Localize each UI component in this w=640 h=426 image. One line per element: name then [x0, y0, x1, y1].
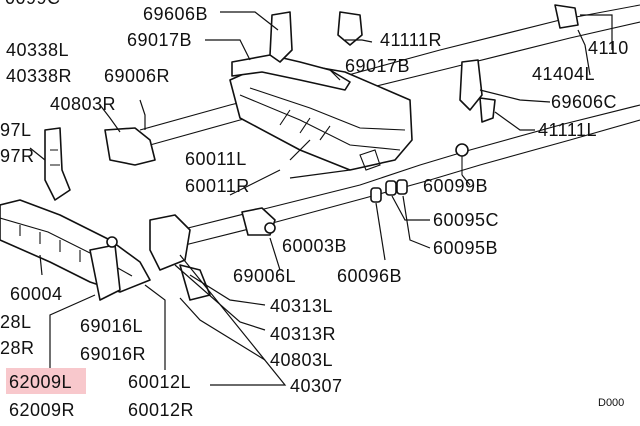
label-69606C: 69606C	[551, 92, 617, 112]
label-60004: 60004	[10, 284, 63, 304]
label-4110: 4110	[588, 38, 629, 58]
label-69006R: 69006R	[104, 66, 170, 86]
mount-69006R	[104, 127, 156, 166]
label-40803L: 40803L	[270, 350, 333, 370]
label-60012R: 60012R	[128, 400, 194, 420]
bracket-right-top	[554, 4, 579, 29]
callout-labels: 0099C 69606B 69017B 40338L 40338R 69006R…	[0, 0, 629, 420]
label-28R: 28R	[0, 338, 35, 358]
label-40313L: 40313L	[270, 296, 333, 316]
label-69016R: 69016R	[80, 344, 146, 364]
bracket-69016L	[89, 244, 121, 301]
washer-60095C	[385, 180, 397, 196]
label-69017B-mid: 69017B	[345, 56, 410, 76]
washer-60096B	[370, 187, 382, 203]
bracket-69606B	[269, 11, 293, 63]
label-40307: 40307	[290, 376, 343, 396]
label-60099B: 60099B	[423, 176, 488, 196]
label-69017B-top: 69017B	[127, 30, 192, 50]
label-40338R: 40338R	[6, 66, 72, 86]
label-60095B: 60095B	[433, 238, 498, 258]
washer-60095B	[396, 179, 408, 195]
bracket-69606C	[459, 59, 483, 111]
label-40313R: 40313R	[270, 324, 336, 344]
label-40338L: 40338L	[6, 40, 69, 60]
label-41111L: 41111L	[538, 120, 597, 140]
bracket-41111L	[479, 97, 496, 123]
label-69006L: 69006L	[233, 266, 296, 286]
label-40803R: 40803R	[50, 94, 116, 114]
cross-bar-upper	[231, 54, 351, 91]
label-60012L: 60012L	[128, 372, 191, 392]
label-69016L: 69016L	[80, 316, 143, 336]
bracket-40313L	[149, 214, 191, 271]
label-0099C: 0099C	[5, 0, 61, 8]
label-41404L: 41404L	[532, 64, 595, 84]
bolt-front	[106, 236, 118, 248]
label-60003B: 60003B	[282, 236, 347, 256]
label-97L: 97L	[0, 120, 32, 140]
bolt-60099B	[455, 143, 469, 157]
label-41111R: 41111R	[380, 30, 442, 50]
label-60095C: 60095C	[433, 210, 499, 230]
label-60011R: 60011R	[185, 176, 250, 196]
label-97R: 97R	[0, 146, 35, 166]
footer-code: D000	[598, 397, 624, 409]
frame-artwork	[0, 4, 640, 301]
bracket-40803R	[44, 127, 71, 201]
highlight-62009L	[6, 368, 86, 394]
leader-lines	[29, 11, 613, 386]
label-69606B: 69606B	[143, 4, 208, 24]
label-60096B: 60096B	[337, 266, 402, 286]
label-28L: 28L	[0, 312, 32, 332]
label-62009L: 62009L	[9, 372, 72, 392]
label-62009R: 62009R	[9, 400, 75, 420]
label-60011L: 60011L	[185, 149, 247, 169]
